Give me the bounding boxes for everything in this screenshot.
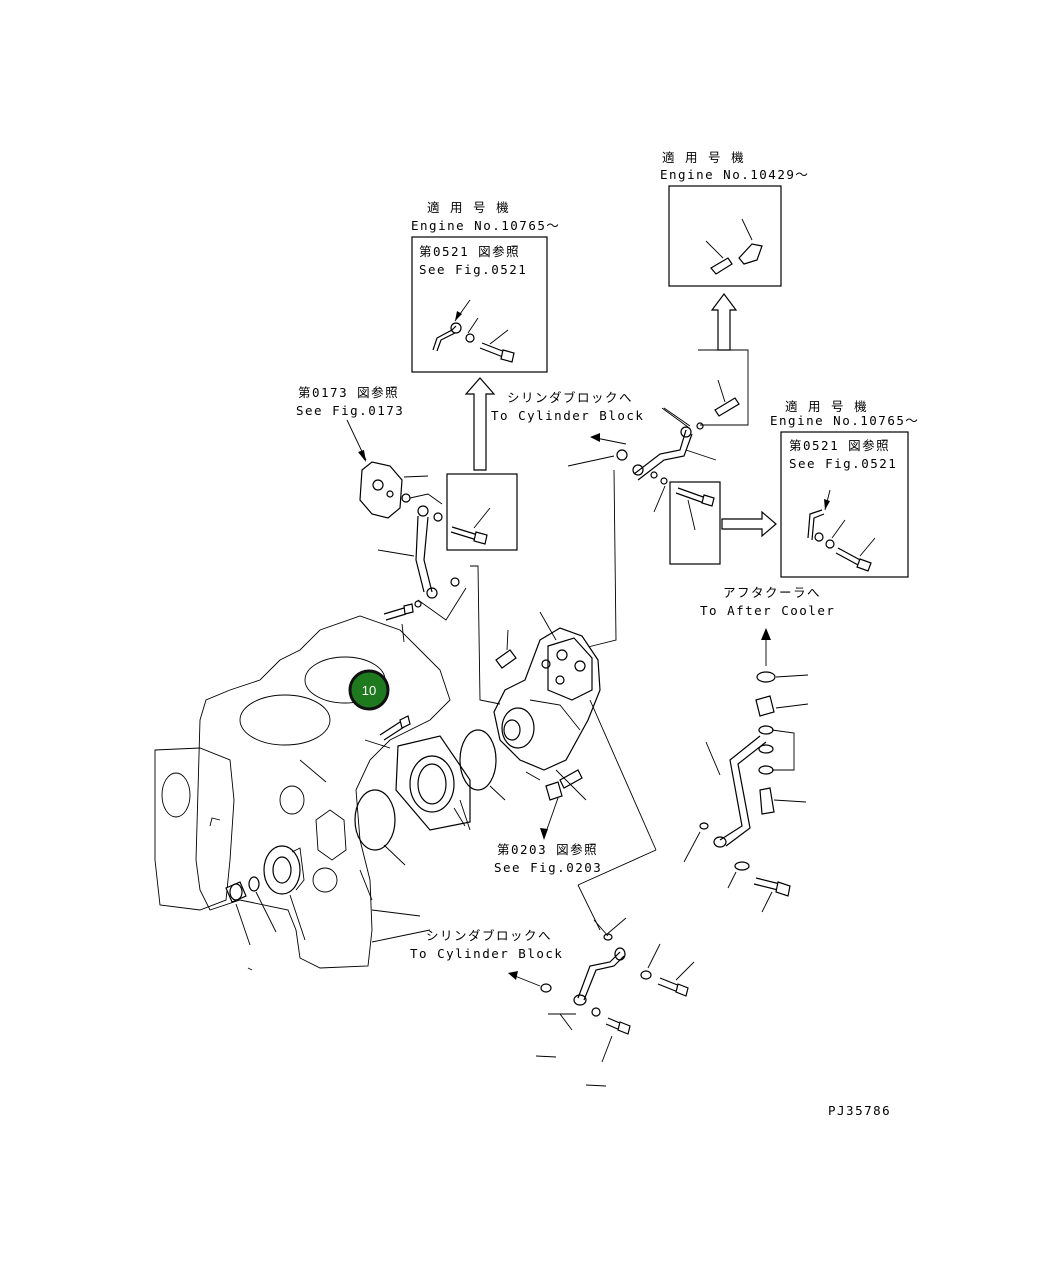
inset-box-10429	[668, 185, 782, 287]
engine-number-10765b-label: Engine No.10765～	[770, 413, 919, 428]
air-compressor	[470, 565, 657, 931]
fig0521-jp-label-b: 第0521 図参照	[789, 438, 890, 453]
bracket-part	[359, 461, 403, 519]
fig0203-jp-label: 第0203 図参照	[497, 842, 598, 857]
to-cylinder-en: To Cylinder Block	[491, 408, 644, 423]
pipe-bracket-2	[436, 332, 456, 352]
callout-10-circle[interactable]	[348, 669, 390, 711]
after-cooler-line: アフタクーラへ To After Cooler	[683, 585, 835, 913]
fig0521-en-label: See Fig.0521	[419, 262, 527, 277]
fig0521-jp-label: 第0521 図参照	[419, 244, 520, 259]
bolt-shank	[479, 342, 506, 358]
engine-number-10429-label: Engine No.10429～	[660, 167, 809, 182]
washer	[465, 333, 475, 343]
inset-box-right	[780, 431, 909, 578]
bolt-head	[500, 349, 515, 363]
ref-fig0203: 第0203 図参照 See Fig.0203	[494, 797, 602, 875]
callout-10-label: 10	[362, 683, 376, 698]
engine-block	[154, 615, 451, 969]
ref-fig0173: 第0173 図参照 See Fig.0173	[296, 385, 467, 643]
inset-engine-10429: 適 用 号 機 Engine No.10429～	[660, 150, 809, 287]
to-after-cooler-jp: アフタクーラへ	[723, 585, 821, 600]
applicable-label-1: 適 用 号 機	[427, 200, 510, 215]
discharge-pipe	[583, 407, 717, 649]
connector-box-2	[698, 349, 749, 426]
fitting	[710, 257, 733, 275]
callout-10-hotspot[interactable]: 10	[348, 669, 390, 711]
gaskets	[354, 715, 506, 866]
to-cylinder-en-b: To Cylinder Block	[410, 946, 563, 961]
to-cylinder-jp: シリンダブロックへ	[507, 390, 633, 405]
bolt-box-2	[669, 481, 721, 565]
inset-fig0521-right: 適 用 号 機 Engine No.10765～ 第0521 図参照 See F…	[770, 399, 919, 578]
to-cylinder-block-bottom: シリンダブロックへ To Cylinder Block	[247, 917, 695, 1087]
inset-box-top	[411, 236, 548, 373]
up-arrow-2	[710, 293, 738, 351]
inset-fig0521-top: 適 用 号 機 Engine No.10765～ 第0521 図参照 See F…	[411, 200, 560, 373]
up-arrow-1	[464, 377, 496, 471]
fig0173-jp-label: 第0173 図参照	[298, 385, 399, 400]
applicable-label-2: 適 用 号 機	[662, 150, 745, 165]
engine-number-10765-label: Engine No.10765～	[411, 218, 560, 233]
bolt-box-1	[446, 473, 518, 551]
fig0203-en-label: See Fig.0203	[494, 860, 602, 875]
to-after-cooler-en: To After Cooler	[700, 603, 835, 618]
applicable-label-3: 適 用 号 機	[785, 399, 868, 414]
washer	[450, 322, 462, 334]
to-cylinder-jp-b: シリンダブロックへ	[426, 928, 552, 943]
fig0173-en-label: See Fig.0173	[296, 403, 404, 418]
fig0521-en-label-b: See Fig.0521	[789, 456, 897, 471]
drawing-number: PJ35786	[828, 1103, 891, 1118]
to-cylinder-block-top: シリンダブロックへ To Cylinder Block	[491, 390, 644, 467]
fitting	[738, 243, 763, 265]
right-arrow	[721, 510, 777, 538]
pipe-bracket	[432, 325, 457, 351]
